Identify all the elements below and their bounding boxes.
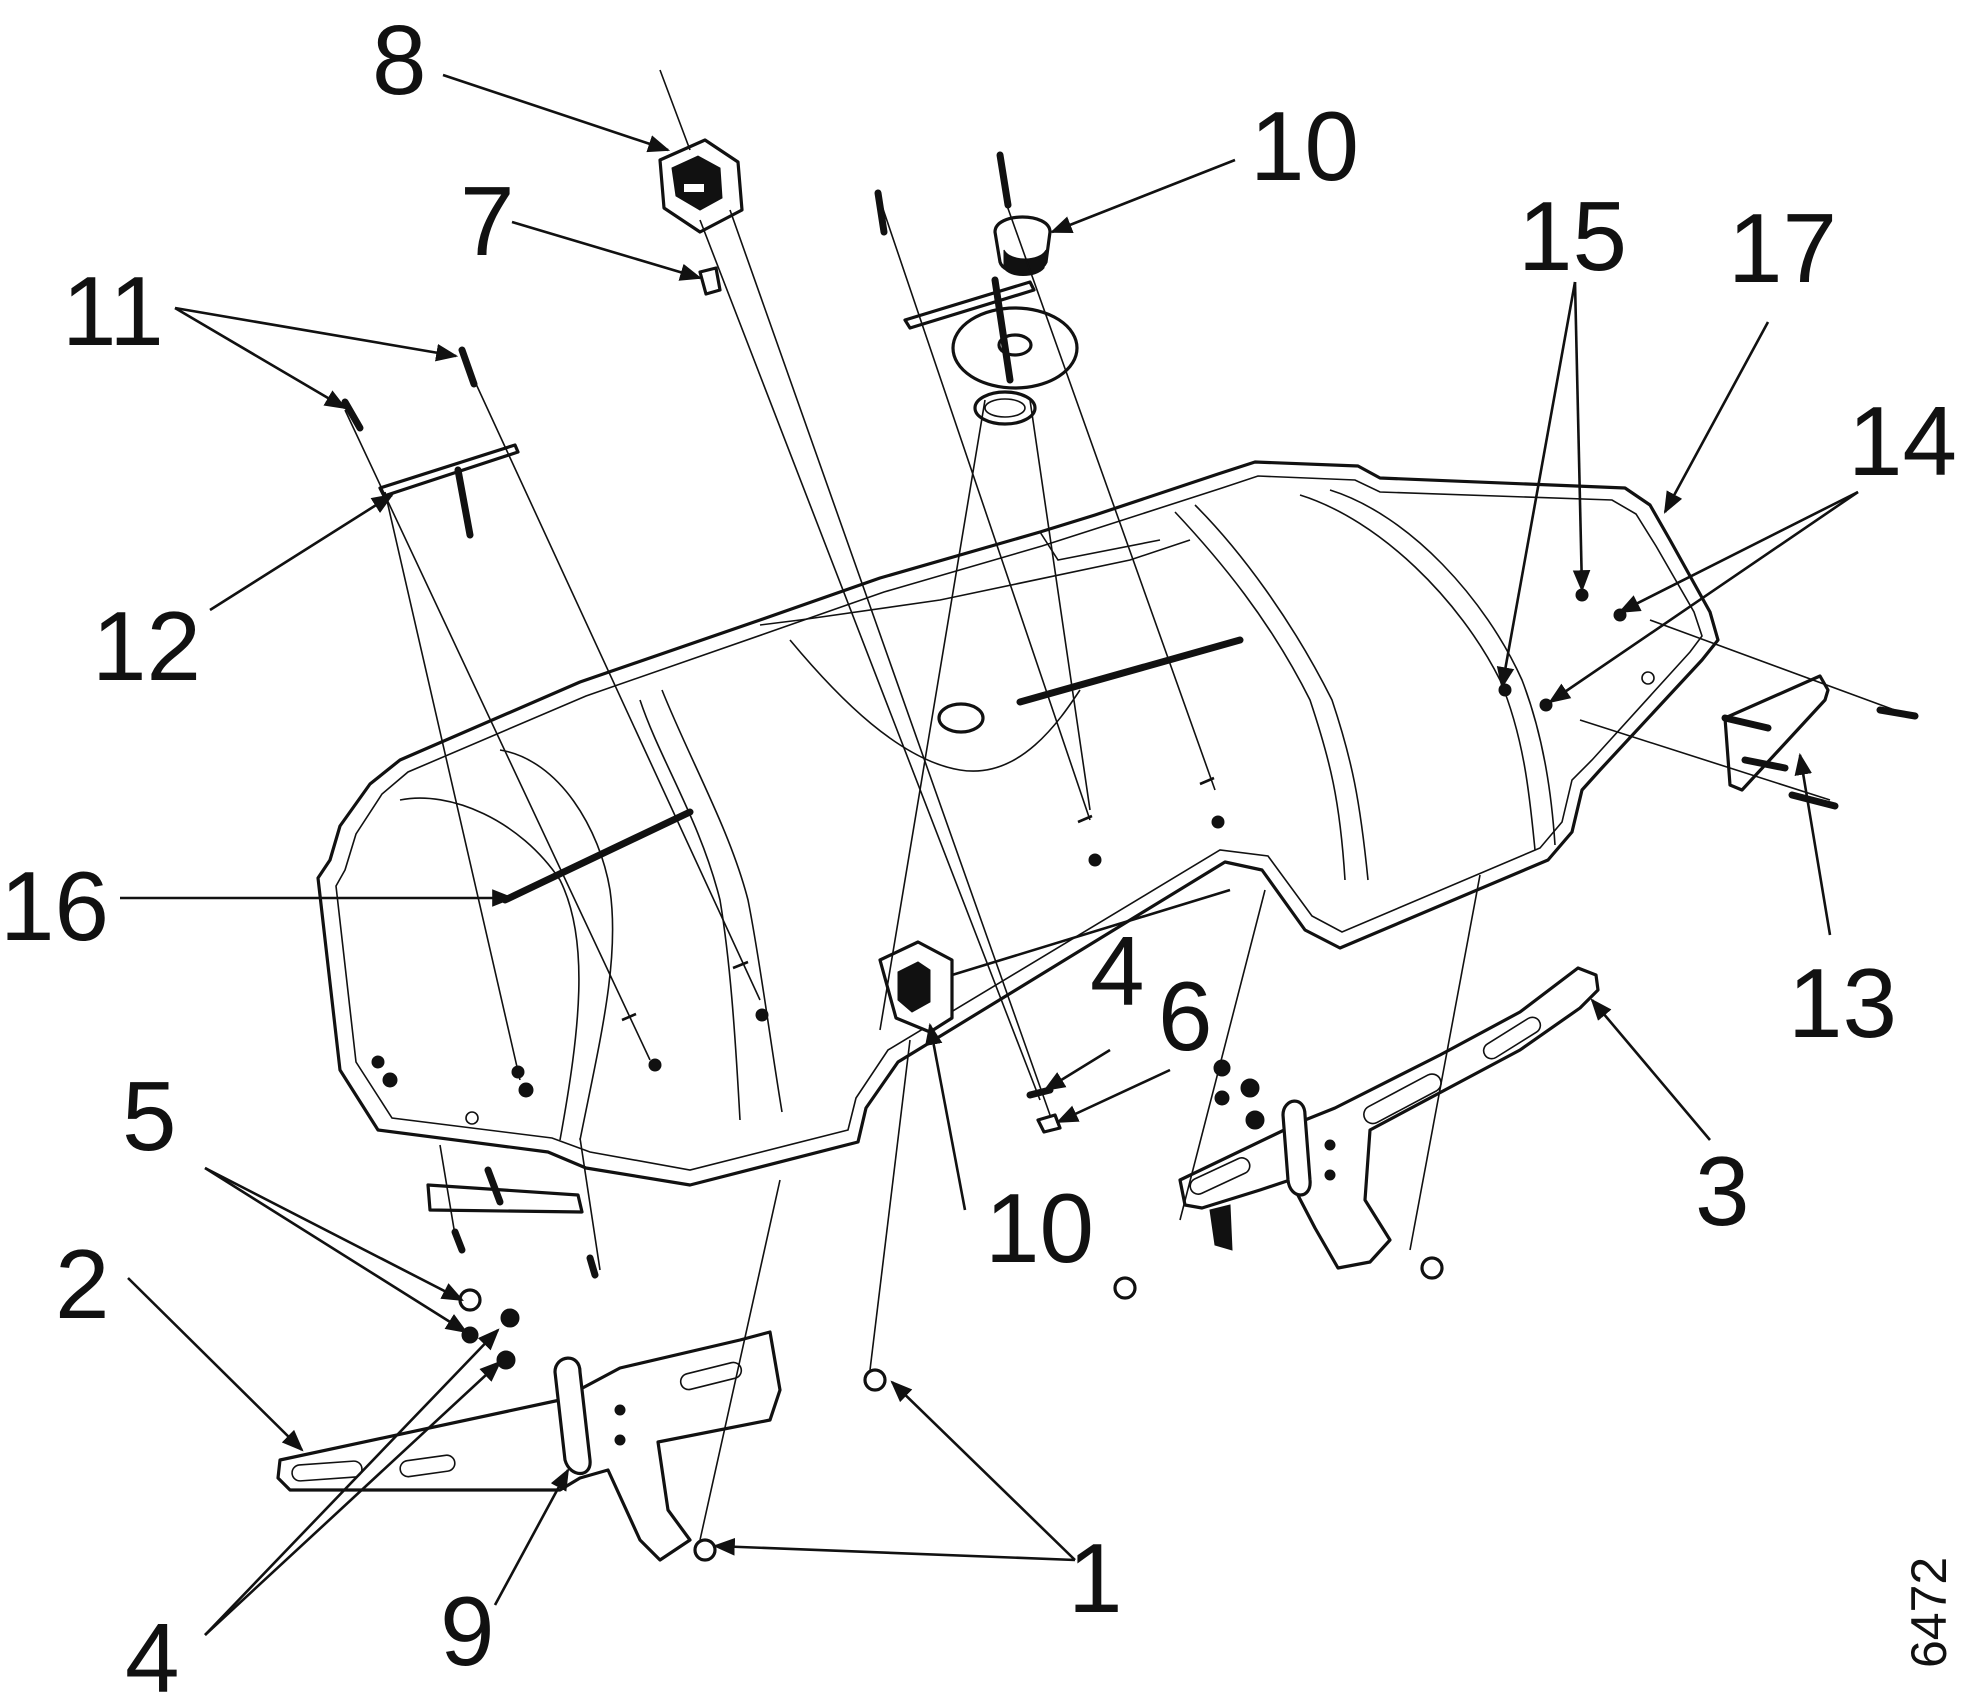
callout-12: 12 [92, 591, 201, 701]
callout-3: 3 [1695, 1136, 1750, 1246]
tray-panel [316, 460, 1720, 1187]
mounting-plate-left [426, 1166, 599, 1279]
callout-6: 6 [1158, 961, 1213, 1071]
callout-16: 16 [0, 851, 109, 961]
figure-reference-number: 6472 [1901, 1557, 1957, 1668]
callout-11: 11 [62, 256, 164, 366]
switch-module [658, 69, 744, 234]
callout-8: 8 [372, 5, 427, 115]
callout-10-lower: 10 [985, 1173, 1094, 1283]
callout-4-lower: 4 [125, 1603, 180, 1695]
callout-10-top: 10 [1250, 91, 1359, 201]
callout-labels: 8 10 7 11 15 17 14 12 16 4 6 13 5 3 10 2… [0, 5, 1957, 1695]
callout-5: 5 [122, 1061, 177, 1171]
callout-14: 14 [1848, 386, 1957, 496]
connector-block [878, 888, 1231, 1034]
small-clip [698, 266, 722, 296]
support-bracket-left [276, 1288, 887, 1562]
callout-4-upper: 4 [1090, 916, 1145, 1026]
filler-cap [874, 151, 1079, 426]
support-bracket-right [1113, 966, 1600, 1300]
fasteners-mid [1026, 1086, 1062, 1134]
callout-1: 1 [1068, 1523, 1123, 1633]
assembly-lines [344, 199, 1901, 1541]
callout-17: 17 [1728, 193, 1837, 303]
callout-7: 7 [460, 166, 515, 276]
bracket-right-small [1721, 674, 1919, 810]
callout-15: 15 [1518, 181, 1627, 291]
callout-9: 9 [440, 1576, 495, 1686]
callout-13: 13 [1788, 948, 1897, 1058]
leader-lines [120, 73, 1859, 1636]
mounting-bar-left [341, 346, 520, 539]
callout-2: 2 [55, 1229, 110, 1339]
